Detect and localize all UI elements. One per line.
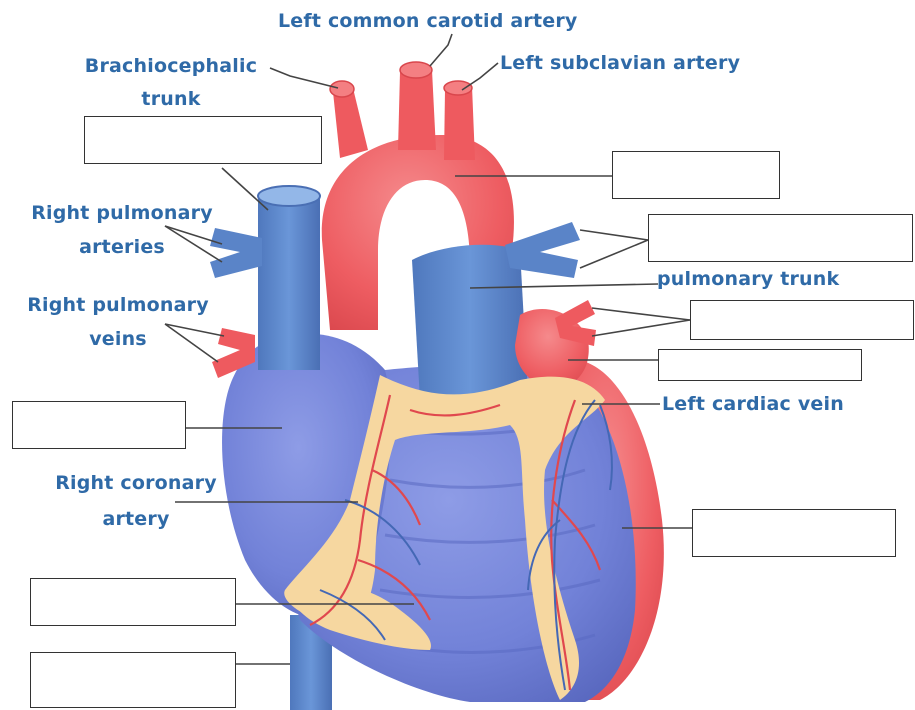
answer-box-7[interactable] xyxy=(692,509,896,557)
answer-box-6[interactable] xyxy=(12,401,186,449)
left-common-carotid-vessel xyxy=(398,70,436,150)
leader-left-subclavian xyxy=(462,63,498,90)
answer-box-3[interactable] xyxy=(648,214,913,262)
label-right-pulmonary-veins-line1: Right pulmonary xyxy=(18,294,218,317)
leader-box-top-left xyxy=(222,168,268,210)
leader-left-common-carotid xyxy=(430,34,452,66)
leader-box-left-pulm-veins-1 xyxy=(592,308,690,320)
leader-brachiocephalic xyxy=(270,68,338,88)
answer-box-1[interactable] xyxy=(84,116,322,164)
answer-box-2[interactable] xyxy=(612,151,780,199)
label-pulmonary-trunk: pulmonary trunk xyxy=(657,268,839,291)
label-left-subclavian-artery: Left subclavian artery xyxy=(500,52,740,75)
answer-box-8[interactable] xyxy=(30,578,236,626)
label-right-pulmonary-arteries-line1: Right pulmonary xyxy=(22,202,222,225)
superior-vena-cava xyxy=(258,195,320,370)
leader-box-left-pulm-veins-2 xyxy=(592,320,690,336)
left-subclavian-vessel xyxy=(444,86,475,160)
label-brachiocephalic-line1: Brachiocephalic xyxy=(76,55,266,78)
leader-box-left-pulm-art-2 xyxy=(580,240,648,268)
leader-box-left-pulm-art-1 xyxy=(580,230,648,240)
label-left-common-carotid-artery: Left common carotid artery xyxy=(278,10,578,33)
label-right-coronary-artery-line2: artery xyxy=(36,508,236,531)
label-right-pulmonary-arteries-line2: arteries xyxy=(22,236,222,259)
label-right-coronary-artery-line1: Right coronary xyxy=(36,472,236,495)
answer-box-9[interactable] xyxy=(30,652,236,708)
label-brachiocephalic-line2: trunk xyxy=(76,88,266,111)
answer-box-4[interactable] xyxy=(690,300,914,340)
label-right-pulmonary-veins-line2: veins xyxy=(18,328,218,351)
label-left-cardiac-vein: Left cardiac vein xyxy=(662,393,844,416)
superior-vena-cava-opening xyxy=(258,186,320,206)
answer-box-5[interactable] xyxy=(658,349,862,381)
